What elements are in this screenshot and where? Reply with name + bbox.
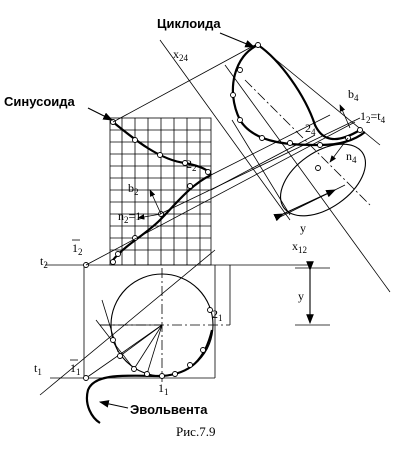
proj-line-top	[112, 44, 256, 123]
involute-label: Эвольвента	[130, 402, 208, 417]
sinusoid-callout-arrow-icon	[87, 107, 113, 121]
sinusoid-view	[83, 117, 213, 268]
bar1-1-label: 11	[70, 361, 81, 377]
t2-construct-line	[39, 249, 216, 396]
x12-label: x12	[292, 239, 307, 255]
n4-vector	[329, 137, 349, 163]
sinusoid-point	[115, 251, 121, 257]
sinusoid-grid-frame	[109, 117, 212, 266]
circle-point	[200, 347, 206, 353]
sinusoid-point	[182, 160, 188, 166]
bar1-2-label: 12	[72, 241, 83, 257]
cycloid-point-t4	[357, 127, 363, 133]
cycloid-point	[237, 67, 243, 73]
sinusoid-label: Синусоида	[4, 94, 76, 109]
proj-line-2	[210, 114, 331, 176]
figure-caption: Рис.7.9	[176, 424, 215, 439]
cycloid-label: Циклоида	[157, 16, 221, 31]
y-top-dimension	[273, 189, 336, 222]
point-2-4-label: 24	[305, 121, 316, 137]
point-bar1-1	[83, 375, 89, 381]
circle-radius-3	[146, 324, 163, 375]
point-1-1-label: 11	[158, 381, 169, 397]
b4-label: b4	[348, 87, 359, 103]
cylinder-axis	[244, 79, 371, 206]
y-side-label: y	[298, 289, 304, 303]
cycloid-curve-inner	[257, 44, 361, 141]
cycloid-curve	[231, 43, 366, 147]
cycloid-point	[255, 42, 261, 48]
cycloid-point-2-4	[317, 142, 323, 148]
circle-point	[110, 337, 116, 343]
cycloid-point	[287, 140, 293, 146]
involute-point	[117, 353, 123, 359]
sinusoid-point	[187, 183, 193, 189]
involute-tangent-2	[95, 319, 135, 370]
b4-vector	[339, 104, 351, 129]
t2-label: t2	[40, 254, 48, 270]
circle-point-2-1	[207, 307, 213, 313]
involute-callout-arrow-icon	[98, 400, 129, 409]
b2-label: b2	[128, 181, 139, 197]
cycloid-point	[315, 165, 321, 171]
y-top-label: y	[300, 221, 306, 235]
n2-label: n2=1	[118, 209, 141, 225]
sinusoid-point	[110, 259, 116, 265]
involute-curve	[85, 374, 163, 424]
involute-point	[131, 366, 137, 372]
circle-point	[172, 371, 178, 377]
front-view	[39, 249, 330, 424]
involute-point	[144, 371, 150, 377]
cycloid-view	[230, 42, 381, 222]
cycloid-point	[230, 92, 236, 98]
circle-point	[187, 362, 193, 368]
sinusoid-point	[157, 152, 163, 158]
sinusoid-grid	[110, 118, 211, 265]
proj-line-t2	[85, 121, 356, 266]
point-2-2-label: 22	[186, 157, 197, 173]
point-1-2-t4-label: 12=t4	[360, 109, 386, 125]
cycloid-point	[259, 135, 265, 141]
point-1-1	[159, 373, 165, 379]
cycloid-point	[237, 117, 243, 123]
x24-axis-aux	[224, 64, 391, 293]
sinusoid-point	[132, 137, 138, 143]
involute-tangent-1	[85, 324, 163, 379]
point-2-1-label: 21	[212, 307, 223, 323]
n2-vector	[137, 213, 162, 220]
x24-axis	[159, 39, 291, 221]
circle-radius-2	[133, 324, 163, 370]
sinusoid-curve	[112, 174, 212, 261]
t1-label: t1	[34, 361, 42, 377]
b2-vector	[149, 189, 162, 215]
involute-upper	[161, 329, 214, 378]
cycloid-callout-arrow-icon	[219, 32, 256, 48]
sinusoid-point-2-2	[205, 169, 211, 175]
x24-label: x24	[173, 47, 189, 63]
involute-tangent-3	[101, 299, 119, 353]
n4-label: n4	[346, 149, 357, 165]
